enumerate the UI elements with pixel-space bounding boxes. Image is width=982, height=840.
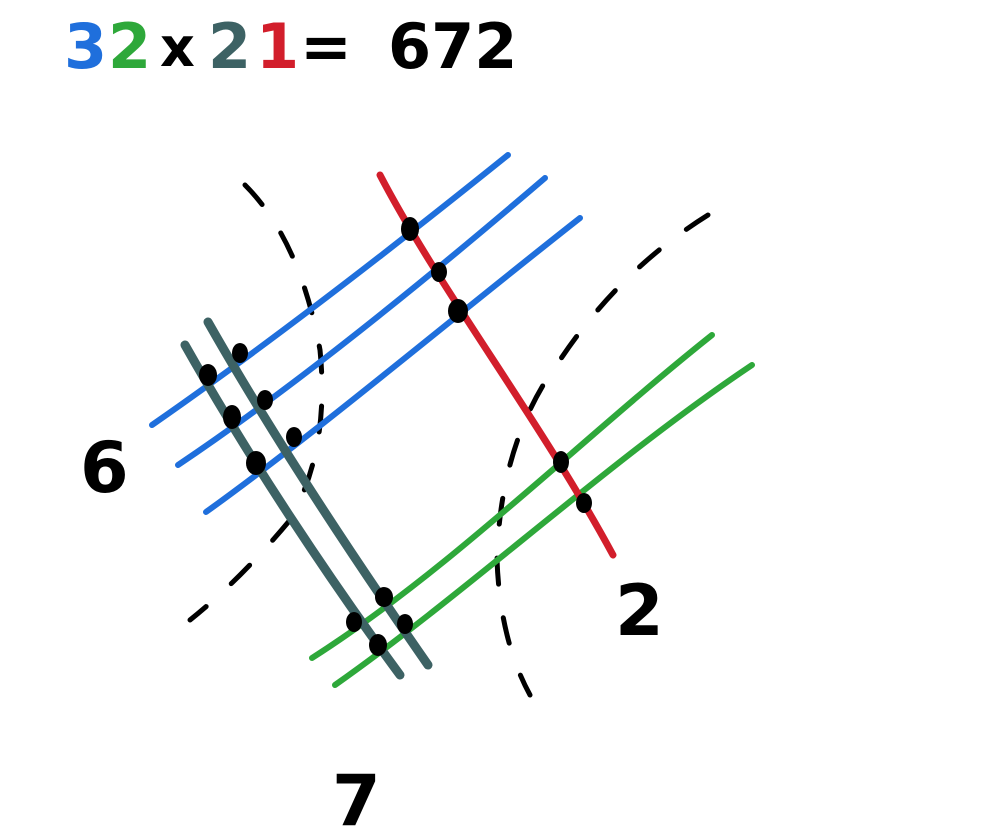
hundreds-count: 6: [80, 427, 129, 509]
blue-line: [149, 152, 511, 428]
intersection-dot: [401, 217, 419, 241]
factor-b-tens-digit: 2: [208, 10, 251, 83]
intersection-dot: [369, 634, 387, 656]
intersection-dot: [397, 614, 413, 634]
multiply-operator: x: [160, 16, 195, 79]
factor-b-ones-digit: 1: [256, 10, 299, 83]
equation: 3 2 x 2 1 = 672: [64, 10, 517, 83]
intersection-dot: [576, 493, 592, 513]
ones-a-x-tens-b-points: [346, 587, 413, 656]
intersection-dot: [346, 612, 362, 632]
slate-line: [203, 317, 433, 670]
slate-line: [180, 340, 405, 680]
intersection-dot: [257, 390, 273, 410]
group-dividers: [187, 182, 711, 698]
intersection-points: [199, 217, 592, 656]
tens-count: 7: [332, 760, 381, 840]
intersection-dot: [232, 343, 248, 363]
intersection-dot: [246, 451, 266, 475]
green-line: [332, 362, 755, 688]
intersection-dot: [199, 364, 217, 386]
blue-line: [203, 215, 583, 515]
ones-a-lines: [309, 332, 755, 688]
right-group-divider: [494, 212, 711, 698]
ones-a-x-ones-b-points: [553, 451, 592, 513]
group-counts: 6 7 2: [80, 427, 664, 840]
product-result: 672: [388, 10, 517, 83]
equals-sign: =: [300, 10, 352, 83]
green-line: [309, 332, 715, 661]
intersection-dot: [375, 587, 393, 607]
factor-a-tens-digit: 3: [64, 10, 107, 83]
factor-a-ones-digit: 2: [108, 10, 151, 83]
ones-count: 2: [615, 570, 664, 652]
intersection-dot: [553, 451, 569, 473]
intersection-dot: [286, 427, 302, 447]
tens-a-x-tens-b-points: [199, 343, 302, 475]
intersection-dot: [431, 262, 447, 282]
left-group-divider: [187, 182, 325, 623]
intersection-dot: [223, 405, 241, 429]
tens-a-x-ones-b-points: [401, 217, 468, 323]
intersection-dot: [448, 299, 468, 323]
blue-line: [175, 175, 548, 468]
tens-a-lines: [149, 152, 583, 515]
